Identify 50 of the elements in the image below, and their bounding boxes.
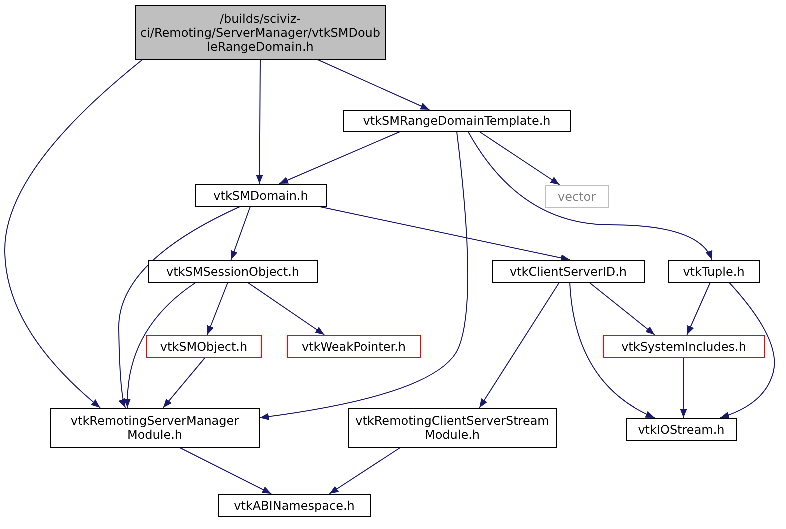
arrow <box>680 358 688 418</box>
arrow <box>329 448 401 494</box>
file-box <box>287 335 421 358</box>
file-name: vtkSMObject.h <box>160 340 248 354</box>
arrow <box>180 448 272 494</box>
file-box <box>668 260 760 283</box>
file-box <box>626 418 737 441</box>
file-name: vtkABINamespace.h <box>234 498 355 512</box>
arrow <box>248 282 326 336</box>
arrow <box>720 282 776 419</box>
file-box <box>50 408 260 448</box>
file-name: vtkSystemIncludes.h <box>622 340 746 354</box>
arrow <box>479 132 560 186</box>
arrow <box>260 132 468 420</box>
arrow <box>4 60 144 408</box>
file-box <box>348 408 557 448</box>
arrow <box>206 282 228 336</box>
arrow <box>278 132 400 184</box>
file-name: vtkRemotingClientServerStream Module.h <box>354 414 550 442</box>
file-box <box>195 184 327 207</box>
arrow <box>589 282 656 336</box>
file-name: vtkSMSessionObject.h <box>166 264 300 278</box>
arrow <box>479 282 560 408</box>
file-name: vector <box>558 190 596 204</box>
file-box <box>135 5 386 60</box>
arrow <box>256 60 264 184</box>
arrow <box>124 282 196 408</box>
file-box <box>343 110 571 132</box>
arrow <box>570 282 656 418</box>
file-box <box>218 494 371 517</box>
file-box <box>148 260 318 283</box>
arrow <box>468 132 713 260</box>
file-name: vtkRemotingServerManager Module.h <box>70 414 240 442</box>
arrow <box>686 282 711 336</box>
file-name: vtkWeakPointer.h <box>302 340 406 354</box>
file-name: vtkSMDomain.h <box>214 188 308 202</box>
file-name: vtkIOStream.h <box>638 422 725 436</box>
file-name: vtkTuple.h <box>683 264 745 278</box>
arrow <box>162 358 206 408</box>
file-name: vtkClientServerID.h <box>510 264 628 278</box>
arrow <box>318 60 430 110</box>
file-name: /builds/sciviz-ci/Remoting/ServerManager/vtkSMDoubleRangeDomain.h <box>140 12 381 54</box>
file-box <box>545 185 609 208</box>
arrow <box>118 206 240 408</box>
file-box <box>146 335 262 358</box>
file-name: vtkSMRangeDomainTemplate.h <box>363 114 551 128</box>
file-box <box>492 260 645 283</box>
arrow <box>320 206 571 262</box>
file-box <box>603 335 765 358</box>
arrow <box>230 206 251 260</box>
